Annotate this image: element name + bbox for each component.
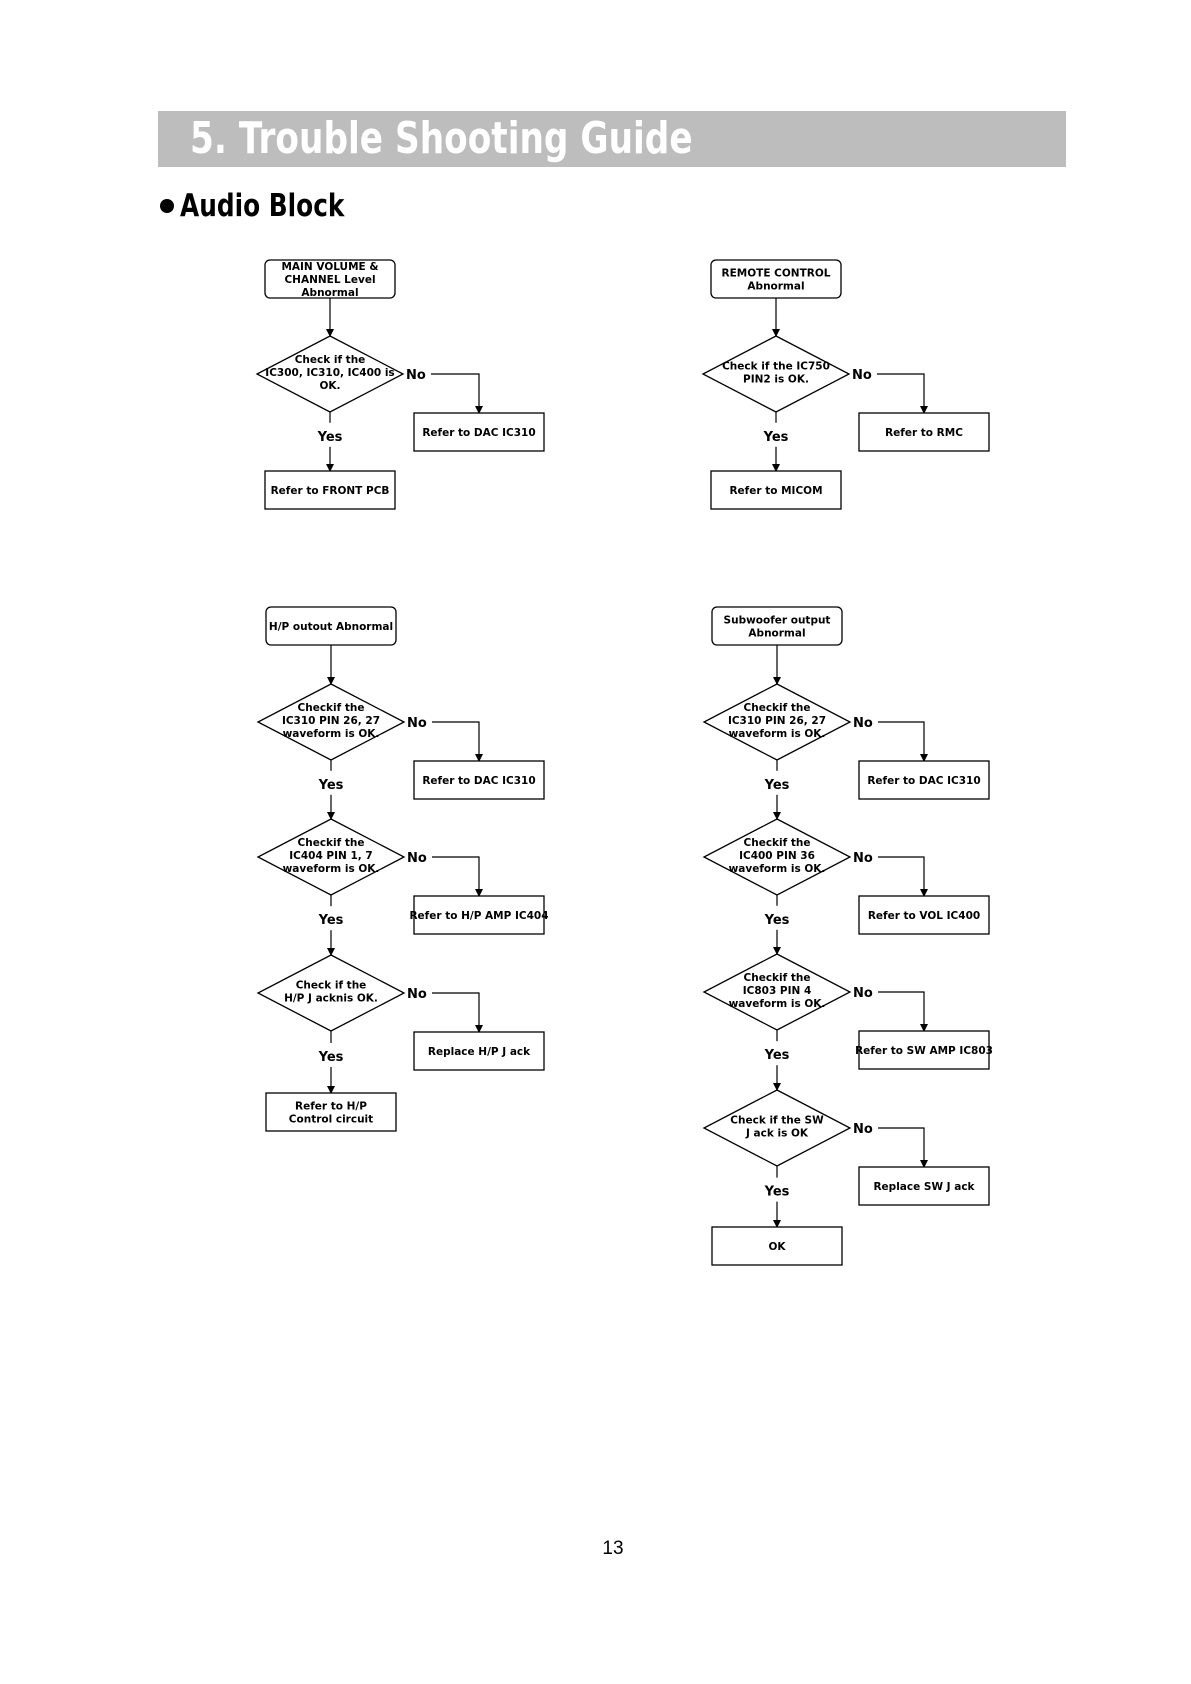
action-box-text: Refer to SW AMP IC803 bbox=[855, 1045, 993, 1057]
action-box bbox=[858, 412, 990, 452]
action-box bbox=[413, 760, 545, 800]
no-label: No bbox=[853, 851, 873, 866]
no-label: No bbox=[852, 368, 872, 383]
end-box-text: Refer to FRONT PCB bbox=[271, 485, 390, 497]
page-number: 13 bbox=[602, 1538, 624, 1559]
action-box bbox=[858, 1030, 990, 1070]
no-branch-arrow bbox=[878, 721, 928, 762]
no-label: No bbox=[407, 987, 427, 1002]
action-box-text: Refer to RMC bbox=[885, 427, 963, 439]
action-box-text: Refer to VOL IC400 bbox=[868, 910, 980, 922]
no-branch-arrow bbox=[432, 856, 483, 897]
no-label: No bbox=[853, 1122, 873, 1137]
yes-label: Yes bbox=[764, 778, 790, 793]
no-label: No bbox=[406, 368, 426, 383]
no-branch-arrow bbox=[878, 1127, 928, 1168]
page-title: 5. Trouble Shooting Guide bbox=[190, 113, 693, 164]
yes-label: Yes bbox=[763, 430, 789, 445]
no-branch-arrow bbox=[877, 373, 928, 414]
no-label: No bbox=[407, 851, 427, 866]
section-title: Audio Block bbox=[180, 188, 345, 224]
action-box-text: Refer to H/P AMP IC404 bbox=[409, 910, 548, 922]
start-box-text: H/P outout Abnormal bbox=[269, 621, 393, 633]
no-branch-arrow bbox=[432, 721, 483, 762]
action-box-text: Refer to DAC IC310 bbox=[422, 775, 535, 787]
end-box bbox=[710, 470, 842, 510]
no-branch-arrow bbox=[878, 856, 928, 897]
end-box bbox=[265, 1092, 397, 1132]
end-box-text: Refer to MICOM bbox=[729, 485, 822, 497]
yes-label: Yes bbox=[318, 1050, 344, 1065]
action-box bbox=[858, 760, 990, 800]
header-bar: 5. Trouble Shooting Guide bbox=[158, 111, 1066, 167]
yes-label: Yes bbox=[764, 1048, 790, 1063]
action-box bbox=[413, 895, 545, 935]
no-label: No bbox=[407, 716, 427, 731]
bullet-icon bbox=[160, 199, 174, 213]
no-branch-arrow bbox=[878, 991, 928, 1032]
no-branch-arrow bbox=[432, 992, 483, 1033]
action-box bbox=[413, 412, 545, 452]
yes-label: Yes bbox=[764, 913, 790, 928]
action-box bbox=[858, 895, 990, 935]
action-box bbox=[413, 1031, 545, 1071]
action-box bbox=[858, 1166, 990, 1206]
action-box-text: Replace H/P J ack bbox=[428, 1046, 531, 1058]
no-label: No bbox=[853, 986, 873, 1001]
no-branch-arrow bbox=[431, 373, 483, 414]
no-label: No bbox=[853, 716, 873, 731]
yes-label: Yes bbox=[317, 430, 343, 445]
action-box-text: Refer to DAC IC310 bbox=[867, 775, 980, 787]
yes-label: Yes bbox=[318, 778, 344, 793]
yes-label: Yes bbox=[318, 913, 344, 928]
action-box-text: Replace SW J ack bbox=[873, 1181, 975, 1193]
end-box bbox=[711, 1226, 843, 1266]
section-heading: Audio Block bbox=[160, 183, 386, 229]
end-box-text: OK bbox=[768, 1241, 786, 1253]
end-box bbox=[264, 470, 396, 510]
yes-label: Yes bbox=[764, 1185, 790, 1200]
action-box-text: Refer to DAC IC310 bbox=[422, 427, 535, 439]
